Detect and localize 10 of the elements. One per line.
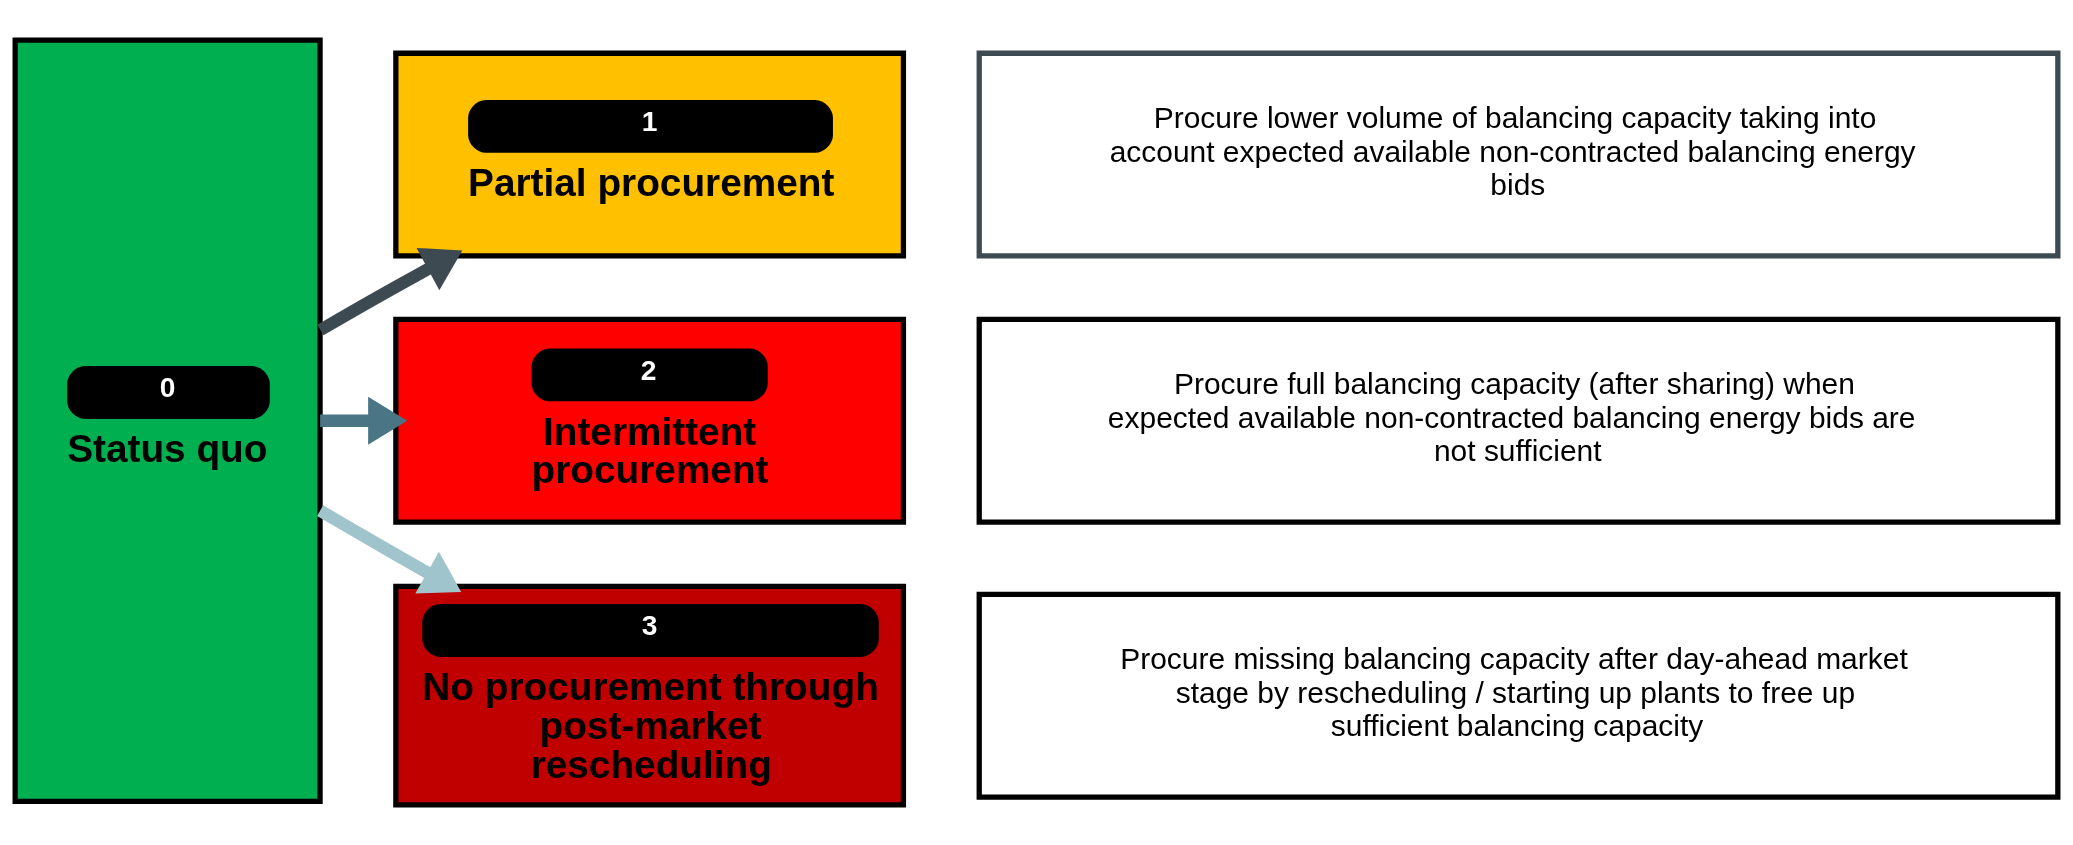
arrow	[317, 505, 462, 594]
node-box: Procure lower volume of balancing capacity taking into account expected available non-contracted balancing energy bids	[976, 50, 2061, 259]
node-box: 3 No procurement through post-market rescheduling	[393, 583, 907, 808]
node-box: Procure missing balancing capacity after day-ahead market stage by rescheduling / starting up plants to free up sufficient balancing capacity	[976, 591, 2061, 800]
node-box: 0 Status quo	[12, 37, 323, 805]
node-box: 2 Intermittent procurement	[393, 316, 907, 525]
arrow	[320, 396, 408, 445]
arrow	[317, 248, 463, 336]
node-box: 1 Partial procurement	[393, 50, 907, 259]
node-box: Procure full balancing capacity (after sharing) when expected available non-contracted balancing energy bids are not sufficient	[976, 316, 2061, 525]
